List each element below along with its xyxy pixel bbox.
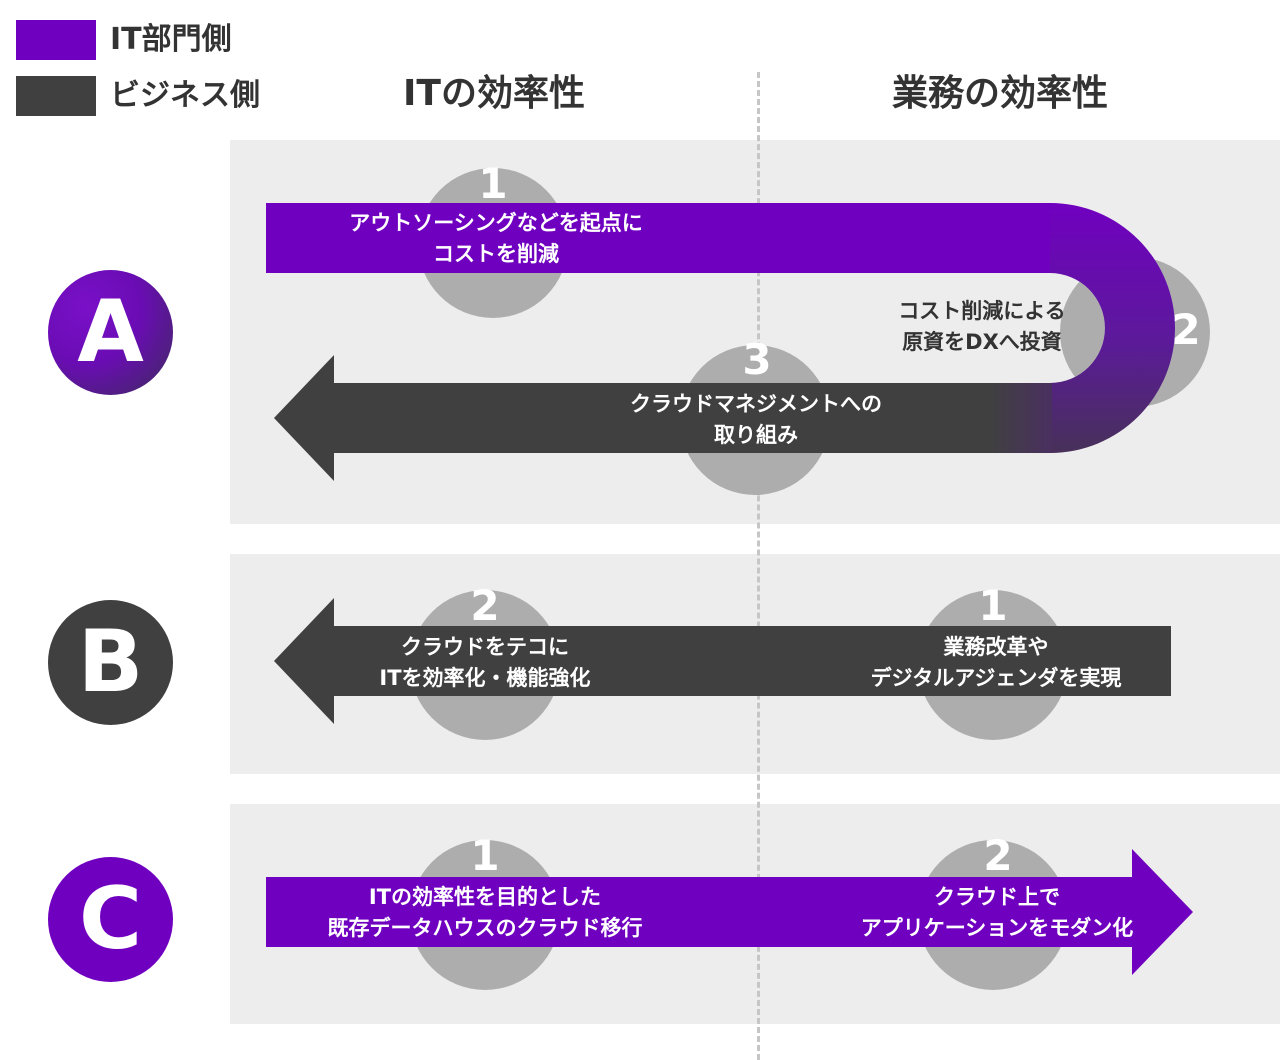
legend-swatch-it	[16, 20, 96, 60]
row-b-step1-line1: 業務改革や	[943, 635, 1049, 659]
row-a-step1-label: アウトソーシングなどを起点に コストを削減	[296, 208, 696, 270]
column-header-business-efficiency: 業務の効率性	[891, 73, 1108, 114]
row-a-step3-number: 3	[742, 335, 772, 384]
row-a-step3-label: クラウドマネジメントへの 取り組み	[556, 389, 956, 451]
row-b-bar	[334, 626, 1171, 696]
row-a-step1-line1: アウトソーシングなどを起点に	[349, 211, 643, 235]
row-c-step2-number: 2	[983, 831, 1013, 880]
row-a-badge: A	[48, 270, 173, 395]
row-c-badge: C	[48, 857, 173, 982]
legend-swatch-business	[16, 76, 96, 116]
row-c-arrowhead	[1132, 849, 1193, 975]
row-a-step2-number: 2	[1171, 305, 1201, 354]
row-b-badge: B	[48, 600, 173, 725]
row-b-step2-line2: ITを効率化・機能強化	[379, 666, 591, 690]
row-c-step2-line1: クラウド上で	[934, 885, 1060, 909]
row-b-step1-number: 1	[978, 581, 1008, 630]
column-divider	[757, 72, 760, 1060]
row-a-step2-label: コスト削減による 原資をDXへ投資	[872, 296, 1092, 358]
row-a-step3-line2: 取り組み	[714, 423, 798, 447]
column-header-it-efficiency: ITの効率性	[403, 73, 585, 114]
row-a-step1-line2: コストを削減	[433, 242, 559, 266]
row-a-bottom-bar	[334, 383, 990, 453]
row-b-step2-line1: クラウドをテコに	[401, 635, 569, 659]
row-a-step1-number: 1	[478, 159, 508, 208]
row-b-step2-number: 2	[470, 581, 500, 630]
row-c-step2-label: クラウド上で アプリケーションをモダン化	[797, 882, 1197, 944]
row-a-top-bar	[266, 203, 1050, 273]
row-a-step2-line1: コスト削減による	[898, 299, 1066, 323]
row-b-step1-label: 業務改革や デジタルアジェンダを実現	[796, 632, 1196, 694]
row-c-step2-line2: アプリケーションをモダン化	[860, 916, 1134, 940]
row-c-bar	[266, 877, 1132, 947]
row-c-step1-label: ITの効率性を目的とした 既存データハウスのクラウド移行	[275, 882, 695, 944]
row-a-arrowhead	[274, 355, 334, 481]
row-a-step3-line1: クラウドマネジメントへの	[630, 392, 882, 416]
row-b-arrowhead	[274, 598, 334, 724]
row-c-step1-line2: 既存データハウスのクラウド移行	[327, 916, 643, 940]
row-a-u-turn	[1050, 203, 1175, 453]
legend-label-business: ビジネス側	[110, 78, 260, 113]
legend-label-it: IT部門側	[110, 22, 232, 57]
row-b-step2-label: クラウドをテコに ITを効率化・機能強化	[285, 632, 685, 694]
row-c-step1-number: 1	[470, 831, 500, 880]
row-a-step2-line2: 原資をDXへ投資	[902, 330, 1062, 354]
row-b-step1-line2: デジタルアジェンダを実現	[870, 666, 1122, 690]
row-c-step1-line1: ITの効率性を目的とした	[368, 885, 602, 909]
